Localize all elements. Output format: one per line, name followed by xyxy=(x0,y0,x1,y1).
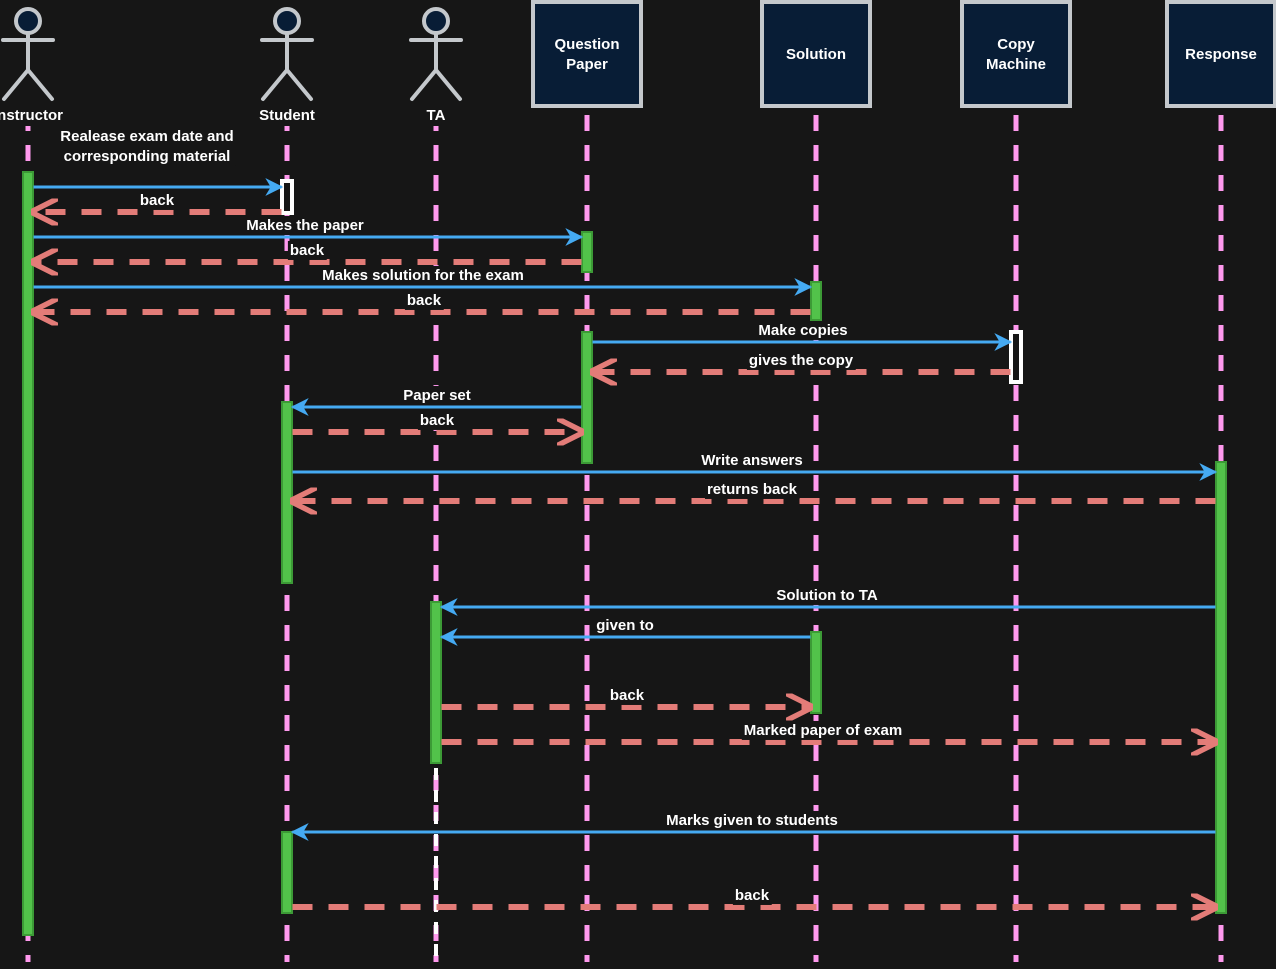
actor-icon xyxy=(409,7,463,101)
message-label-background xyxy=(699,450,805,470)
message-label: Makes the paper xyxy=(246,217,364,234)
lifelines xyxy=(25,115,1224,962)
question-paper-activation-bar xyxy=(581,231,593,273)
participant-ta: TA xyxy=(408,7,464,126)
return-message-18: back xyxy=(292,885,1216,907)
solution-activation-bar xyxy=(810,631,822,714)
activation-bars xyxy=(22,171,1227,936)
message-label: back xyxy=(735,887,770,904)
actor-icon xyxy=(260,7,314,101)
message-label-background xyxy=(741,720,905,740)
message-label: back xyxy=(420,412,455,429)
sync-message-13: Solution to TA xyxy=(439,585,1216,616)
copy-machine-activation-bar xyxy=(1009,330,1023,384)
student-activation-bar xyxy=(281,401,293,584)
sync-message-7: Make copies xyxy=(592,320,1013,351)
sync-message-17: Marks given to students xyxy=(290,810,1216,841)
return-message-16: Marked paper of exam xyxy=(441,720,1216,742)
message-label-background xyxy=(774,585,880,605)
sync-message-14: given to xyxy=(439,615,811,646)
message-label: Makes solution for the exam xyxy=(322,267,524,284)
message-label: Write answers xyxy=(701,452,802,469)
actor-label: Instructor xyxy=(0,107,63,124)
message-label: Paper set xyxy=(403,387,471,404)
message-label: Solution to TA xyxy=(776,587,878,604)
return-message-2: back xyxy=(34,190,282,212)
participant-response: Response xyxy=(1165,0,1276,108)
message-label-background xyxy=(137,190,177,210)
message-label-background xyxy=(594,615,656,635)
message-label: back xyxy=(140,192,175,209)
message-label-background xyxy=(417,410,457,430)
return-message-4: back xyxy=(34,240,582,262)
ta-activation-bar xyxy=(430,601,442,764)
sync-message-9: Paper set xyxy=(290,385,582,416)
participant-solution: Solution xyxy=(760,0,872,108)
object-box xyxy=(1165,0,1276,108)
instructor-activation-bar xyxy=(22,171,34,936)
message-label-background xyxy=(404,290,444,310)
message-label-background xyxy=(401,385,473,405)
sync-message-5: Makes solution for the exam xyxy=(33,265,813,296)
message-label: back xyxy=(290,242,325,259)
message-label-background xyxy=(746,350,856,370)
response-activation-bar xyxy=(1215,461,1227,914)
message-label-background xyxy=(664,810,840,830)
student-activation-bar xyxy=(280,179,294,215)
participant-instructor: Instructor xyxy=(0,7,63,126)
message-label: gives the copy xyxy=(749,352,854,369)
message-label-background xyxy=(320,265,526,285)
object-box xyxy=(531,0,643,108)
message-label-background xyxy=(704,479,800,499)
message-label-background xyxy=(756,320,850,340)
object-box xyxy=(760,0,872,108)
sync-message-11: Write answers xyxy=(292,450,1218,481)
sync-message-3: Makes the paper xyxy=(33,215,584,246)
participant-student: Student xyxy=(259,7,315,126)
question-paper-activation-bar xyxy=(581,331,593,464)
message-label-background xyxy=(244,215,366,235)
message-label-background xyxy=(58,126,236,166)
message-label: back xyxy=(610,687,645,704)
solution-activation-bar xyxy=(810,281,822,321)
object-label: Response xyxy=(1185,46,1257,63)
message-label: Marks given to students xyxy=(666,812,838,829)
return-message-12: returns back xyxy=(293,479,1216,501)
message-label: Make copies xyxy=(758,322,847,339)
actor-icon xyxy=(1,7,55,101)
student-activation-bar xyxy=(281,831,293,914)
message-label-background xyxy=(607,685,647,705)
message-label-background xyxy=(732,885,772,905)
return-message-8: gives the copy xyxy=(593,350,1011,372)
return-message-15: back xyxy=(441,685,811,707)
return-message-6: back xyxy=(34,290,811,312)
object-label: Solution xyxy=(786,46,846,63)
actor-label: Student xyxy=(259,107,315,124)
message-label: Marked paper of exam xyxy=(744,722,902,739)
message-label: back xyxy=(407,292,442,309)
message-label-background xyxy=(287,240,327,260)
object-box xyxy=(960,0,1072,108)
return-message-10: back xyxy=(292,410,582,432)
message-label: given to xyxy=(596,617,654,634)
message-label: returns back xyxy=(707,481,798,498)
actor-label: TA xyxy=(427,107,446,124)
